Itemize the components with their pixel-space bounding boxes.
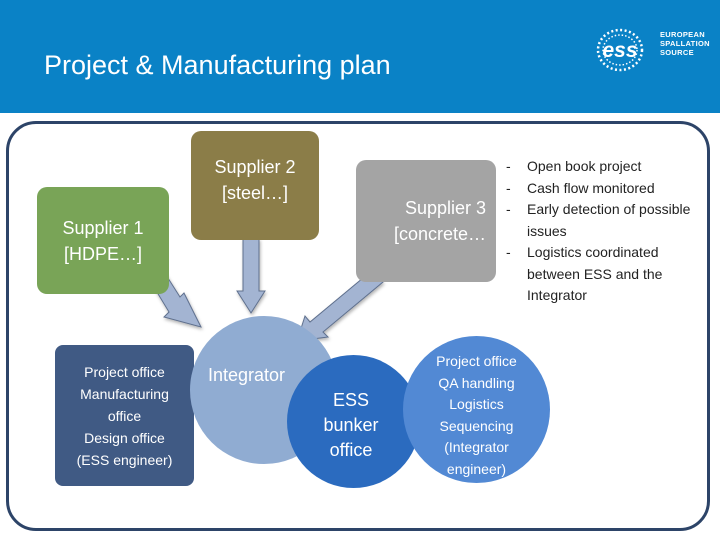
qa-office-line-2: QA handling xyxy=(438,374,515,391)
ess-bunker-line-1: ESS xyxy=(332,390,370,410)
integrator-label: Integrator xyxy=(208,365,286,385)
supplier-1-name: Supplier 1 xyxy=(62,217,144,238)
bullet-item: Early detection of possible issues xyxy=(500,199,715,242)
logo-line-1: EUROPEAN xyxy=(660,30,705,39)
benefits-list: Open book project Cash flow monitored Ea… xyxy=(500,156,715,307)
bullet-item: Open book project xyxy=(500,156,715,178)
project-office-line-2: Manufacturing xyxy=(80,385,169,402)
supplier-1-box: Supplier 1 [HDPE…] xyxy=(37,187,169,294)
diagram-frame xyxy=(6,121,710,531)
supplier-2-name: Supplier 2 xyxy=(214,157,296,177)
qa-office-line-4: Sequencing xyxy=(439,417,514,434)
project-office-line-3: office xyxy=(107,407,142,424)
qa-office-line-5: (Integrator xyxy=(444,439,509,455)
logo-mark: ess xyxy=(602,39,637,62)
supplier-3-box: Supplier 3 [concrete… xyxy=(356,160,496,282)
ess-bunker-label: ESS bunker office xyxy=(307,388,395,463)
project-office-line-5: (ESS engineer) xyxy=(76,451,173,468)
project-office-line-1: Project office xyxy=(84,363,165,380)
supplier-2-box: Supplier 2 [steel…] xyxy=(191,131,319,240)
supplier-2-material: [steel…] xyxy=(221,183,289,203)
supplier-3-name: Supplier 3 xyxy=(404,198,486,218)
ess-bunker-line-3: office xyxy=(329,440,373,460)
arrow-supplier2-to-integrator xyxy=(236,238,266,314)
logo-wordmark: EUROPEAN SPALLATION SOURCE xyxy=(660,30,710,57)
qa-office-label: Project office QA handling Logistics Seq… xyxy=(403,351,550,480)
qa-office-line-6: engineer) xyxy=(446,460,507,477)
ess-bunker-line-2: bunker xyxy=(323,415,379,435)
qa-office-circle: Project office QA handling Logistics Seq… xyxy=(403,336,550,483)
bullet-item: Cash flow monitored xyxy=(500,178,715,200)
qa-office-line-1: Project office xyxy=(436,353,517,369)
slide-title: Project & Manufacturing plan xyxy=(44,50,391,80)
supplier-3-material: [concrete… xyxy=(393,224,486,244)
project-office-line-4: Design office xyxy=(84,429,165,446)
ess-logo: ess xyxy=(596,28,644,72)
qa-office-line-3: Logistics xyxy=(449,396,504,412)
ess-bunker-circle: ESS bunker office xyxy=(287,355,420,488)
project-office-box: Project office Manufacturing office Desi… xyxy=(53,343,196,488)
arrow-supplier3-to-integrator xyxy=(296,272,384,342)
logo-line-2: SPALLATION xyxy=(660,39,710,48)
logo-line-3: SOURCE xyxy=(660,48,694,57)
supplier-1-material: [HDPE…] xyxy=(63,243,142,264)
bullet-item: Logistics coordinated between ESS and th… xyxy=(500,242,715,307)
header-bar: Project & Manufacturing plan ess EUROPEA… xyxy=(0,0,720,113)
